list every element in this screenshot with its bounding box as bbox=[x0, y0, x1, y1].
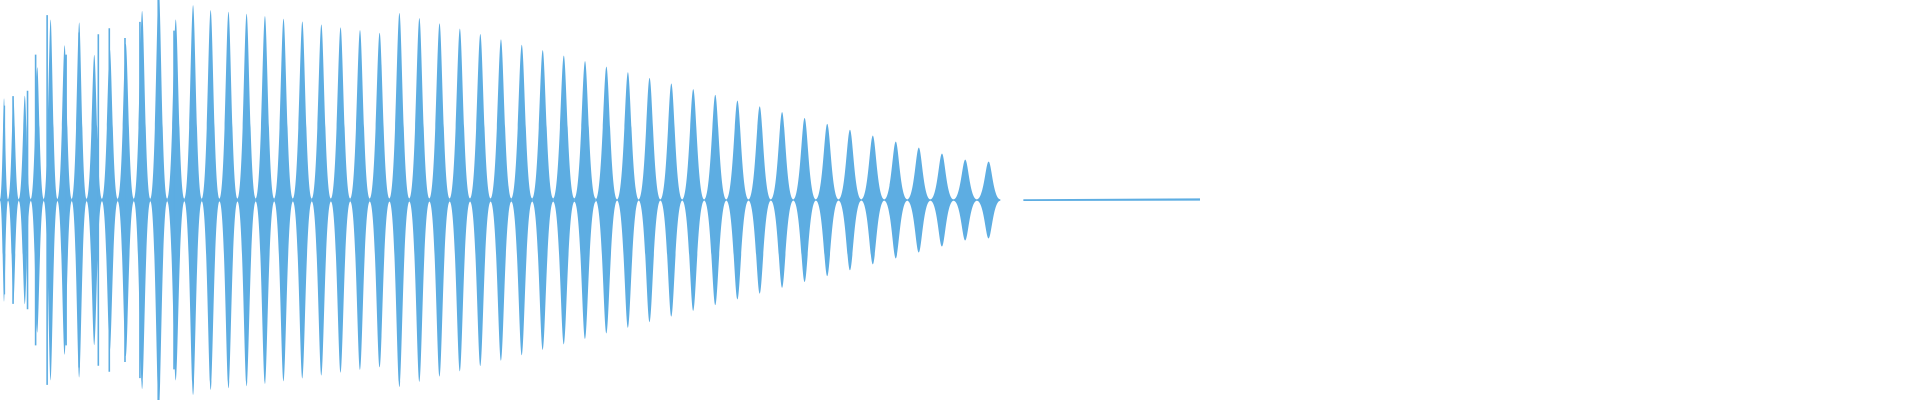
waveform-cycle bbox=[201, 10, 220, 390]
waveform-cycle bbox=[470, 33, 491, 367]
waveform-cycle bbox=[726, 100, 749, 300]
waveform-cycle bbox=[490, 39, 512, 361]
waveform-cycle bbox=[86, 54, 102, 346]
waveform-cycle bbox=[907, 147, 931, 253]
waveform-cycle bbox=[30, 67, 44, 333]
waveform-cycle bbox=[237, 13, 256, 387]
waveform-cycle bbox=[976, 161, 1001, 239]
waveform-cycle bbox=[511, 44, 533, 356]
waveform-cycle bbox=[595, 66, 618, 334]
waveform-cycle bbox=[57, 45, 72, 355]
waveform-cycle bbox=[617, 72, 639, 328]
waveform-cycle bbox=[389, 12, 410, 388]
waveform-cycle bbox=[18, 95, 31, 305]
waveform-cycle bbox=[311, 24, 331, 376]
waveform-cycle bbox=[184, 5, 202, 395]
waveform-cycle bbox=[219, 11, 238, 389]
waveform-cycle bbox=[953, 159, 977, 241]
waveform-cycle bbox=[292, 21, 312, 379]
waveform-cycle bbox=[255, 16, 275, 384]
waveform-cycle bbox=[815, 123, 839, 277]
waveform-cycle bbox=[429, 23, 450, 377]
waveform-cycle bbox=[167, 19, 185, 381]
waveform-cycle bbox=[660, 83, 683, 317]
waveform-cycle bbox=[553, 55, 575, 345]
waveform-cycle bbox=[793, 117, 816, 283]
waveform-cycle bbox=[369, 32, 390, 368]
waveform-cycle bbox=[638, 77, 661, 323]
waveform-cycle bbox=[930, 153, 954, 247]
waveform-cycle bbox=[449, 28, 471, 372]
waveform-cycle bbox=[274, 18, 293, 382]
waveform-cycle bbox=[861, 135, 885, 265]
waveform-cycle bbox=[682, 89, 705, 311]
waveform-cycle bbox=[574, 61, 596, 339]
waveform-cycle bbox=[884, 141, 908, 259]
waveform-cycle bbox=[133, 11, 151, 389]
waveform-cycle bbox=[770, 112, 794, 288]
waveform-cycle bbox=[409, 18, 430, 382]
waveform-cycle bbox=[330, 27, 351, 373]
waveform-tail bbox=[1023, 198, 1200, 201]
waveform-cycle bbox=[350, 30, 370, 370]
waveform-cycle bbox=[748, 106, 771, 294]
waveform-cycle bbox=[838, 129, 862, 271]
waveform-cycle bbox=[532, 50, 554, 350]
waveform-cycle bbox=[704, 94, 727, 306]
waveform-cycle bbox=[43, 19, 58, 381]
waveform-group bbox=[0, 0, 1200, 400]
